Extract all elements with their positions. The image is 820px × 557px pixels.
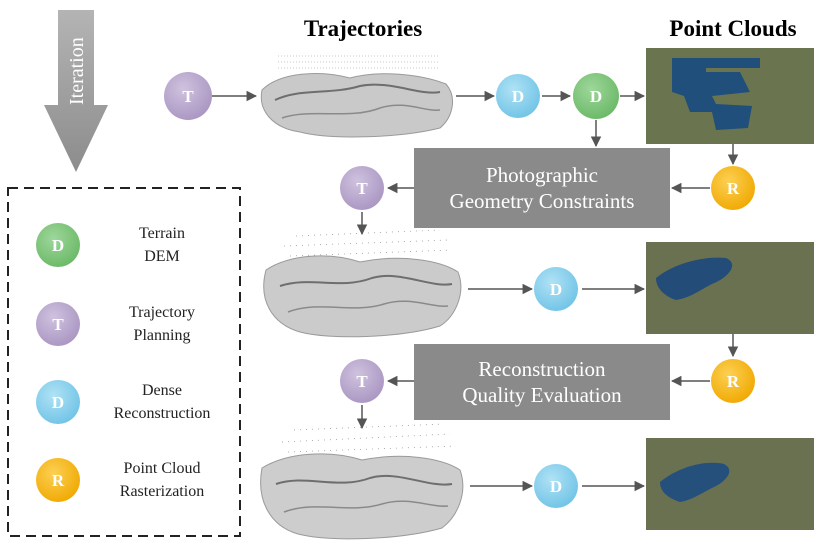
flow-arrows bbox=[212, 90, 739, 492]
trajectory-node: T bbox=[164, 72, 212, 120]
box-line: Reconstruction bbox=[478, 357, 606, 381]
legend-t-letter: T bbox=[52, 315, 64, 334]
point-clouds-heading: Point Clouds bbox=[669, 16, 796, 41]
rasterization-node: R bbox=[711, 166, 755, 210]
legend-item-dense-reconstruction: D Dense Reconstruction bbox=[36, 380, 210, 424]
box-line: Geometry Constraints bbox=[450, 189, 635, 213]
svg-text:D: D bbox=[590, 87, 602, 106]
trajectory-node: T bbox=[340, 166, 384, 210]
reconstruction-quality-evaluation-box: Reconstruction Quality Evaluation bbox=[414, 344, 670, 420]
legend: D Terrain DEM T Trajectory Planning D De… bbox=[7, 187, 241, 537]
legend-label: Point Cloud bbox=[124, 460, 201, 477]
svg-text:R: R bbox=[727, 372, 740, 391]
svg-text:T: T bbox=[356, 179, 368, 198]
legend-r-letter: R bbox=[52, 471, 65, 490]
dense-reconstruction-node: D bbox=[534, 267, 578, 311]
terrain-dem-node: D bbox=[573, 73, 619, 119]
box-line: Quality Evaluation bbox=[462, 383, 622, 407]
dense-reconstruction-node: D bbox=[496, 74, 540, 118]
point-cloud-image bbox=[646, 438, 814, 530]
legend-label: Trajectory bbox=[129, 304, 195, 321]
svg-text:T: T bbox=[356, 372, 368, 391]
trajectory-terrain-image bbox=[263, 229, 462, 338]
iteration-label: Iteration bbox=[66, 37, 88, 105]
photographic-geometry-constraints-box: Photographic Geometry Constraints bbox=[414, 148, 670, 228]
point-cloud-image bbox=[646, 48, 814, 144]
svg-text:T: T bbox=[182, 87, 194, 106]
point-cloud-image bbox=[646, 242, 814, 334]
svg-text:D: D bbox=[550, 280, 562, 299]
trajectory-node: T bbox=[340, 359, 384, 403]
legend-item-trajectory-planning: T Trajectory Planning bbox=[36, 302, 195, 346]
box-line: Photographic bbox=[486, 163, 598, 187]
legend-label: Terrain bbox=[139, 225, 185, 242]
svg-text:D: D bbox=[512, 87, 524, 106]
iteration-arrow: Iteration bbox=[44, 10, 108, 172]
legend-label: DEM bbox=[144, 248, 180, 265]
legend-label: Reconstruction bbox=[114, 405, 211, 422]
rasterization-node: R bbox=[711, 359, 755, 403]
legend-label: Dense bbox=[142, 382, 182, 399]
trajectory-terrain-image bbox=[260, 423, 464, 540]
legend-label: Rasterization bbox=[120, 483, 204, 500]
svg-text:R: R bbox=[727, 179, 740, 198]
trajectory-terrain-image bbox=[260, 54, 454, 138]
legend-label: Planning bbox=[134, 327, 191, 344]
svg-text:D: D bbox=[550, 477, 562, 496]
legend-d-letter: D bbox=[52, 236, 64, 255]
legend-d-letter: D bbox=[52, 393, 64, 412]
trajectories-heading: Trajectories bbox=[304, 16, 422, 41]
legend-item-terrain-dem: D Terrain DEM bbox=[36, 223, 185, 267]
dense-reconstruction-node: D bbox=[534, 464, 578, 508]
legend-item-point-cloud-rasterization: R Point Cloud Rasterization bbox=[36, 458, 204, 502]
